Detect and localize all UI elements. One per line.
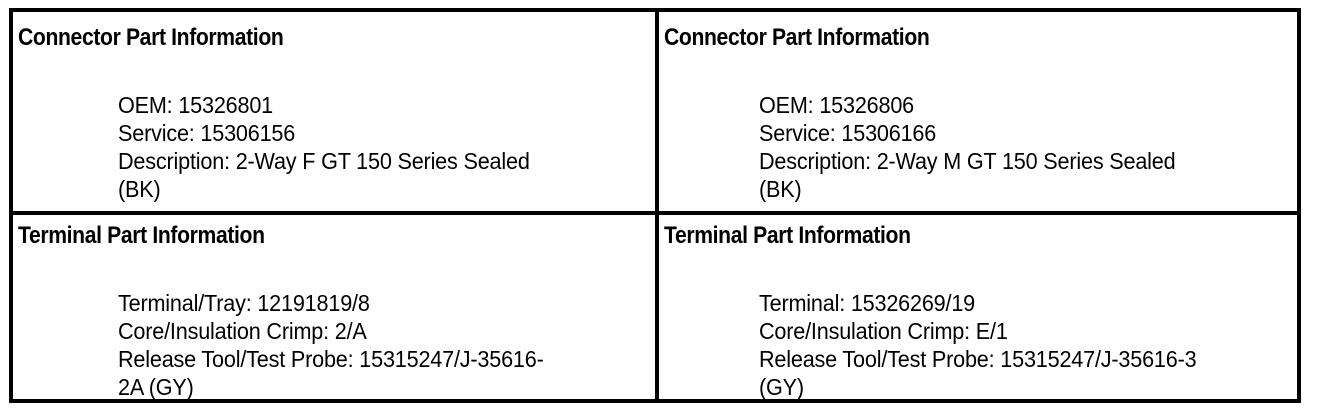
- cell-header: Terminal Part Information: [18, 222, 265, 249]
- detail-line-terminal: Terminal: 15326269/19: [759, 290, 976, 316]
- detail-line-crimp: Core/Insulation Crimp: 2/A: [118, 318, 367, 344]
- cell-body: OEM: 15326806 Service: 15306166 Descript…: [759, 91, 1297, 203]
- cell-body: OEM: 15326801 Service: 15306156 Descript…: [118, 91, 655, 203]
- detail-line-oem: OEM: 15326801: [118, 92, 274, 118]
- detail-line-release-tool: Release Tool/Test Probe: 15315247/J-3561…: [759, 346, 1197, 372]
- detail-line-service: Service: 15306166: [759, 120, 937, 146]
- cell-header: Connector Part Information: [18, 24, 284, 51]
- detail-line-crimp: Core/Insulation Crimp: E/1: [759, 318, 1008, 344]
- cell-connector-part-information-left: Connector Part Information OEM: 15326801…: [13, 12, 655, 211]
- detail-line-release-tool: Release Tool/Test Probe: 15315247/J-3561…: [118, 346, 544, 372]
- cell-body: Terminal/Tray: 12191819/8 Core/Insulatio…: [118, 289, 655, 399]
- detail-line-service: Service: 15306156: [118, 120, 296, 146]
- detail-line-terminal-tray: Terminal/Tray: 12191819/8: [118, 290, 370, 316]
- detail-line-release-tool-cont: 2A (GY): [118, 374, 194, 399]
- part-information-table: Connector Part Information OEM: 15326801…: [9, 8, 1301, 403]
- detail-line-oem: OEM: 15326806: [759, 92, 915, 118]
- cell-connector-part-information-right: Connector Part Information OEM: 15326806…: [655, 12, 1297, 211]
- cell-header: Terminal Part Information: [664, 222, 911, 249]
- detail-line-description-cont: (BK): [118, 176, 161, 202]
- detail-line-release-tool-cont: (GY): [759, 374, 804, 399]
- detail-line-description: Description: 2-Way F GT 150 Series Seale…: [118, 148, 530, 174]
- detail-line-description: Description: 2-Way M GT 150 Series Seale…: [759, 148, 1176, 174]
- cell-terminal-part-information-right: Terminal Part Information Terminal: 1532…: [655, 215, 1297, 399]
- cell-header: Connector Part Information: [664, 24, 930, 51]
- cell-terminal-part-information-left: Terminal Part Information Terminal/Tray:…: [13, 215, 655, 399]
- table-row: Terminal Part Information Terminal/Tray:…: [13, 211, 1297, 399]
- cell-body: Terminal: 15326269/19 Core/Insulation Cr…: [759, 289, 1297, 399]
- detail-line-description-cont: (BK): [759, 176, 802, 202]
- table-row: Connector Part Information OEM: 15326801…: [13, 12, 1297, 211]
